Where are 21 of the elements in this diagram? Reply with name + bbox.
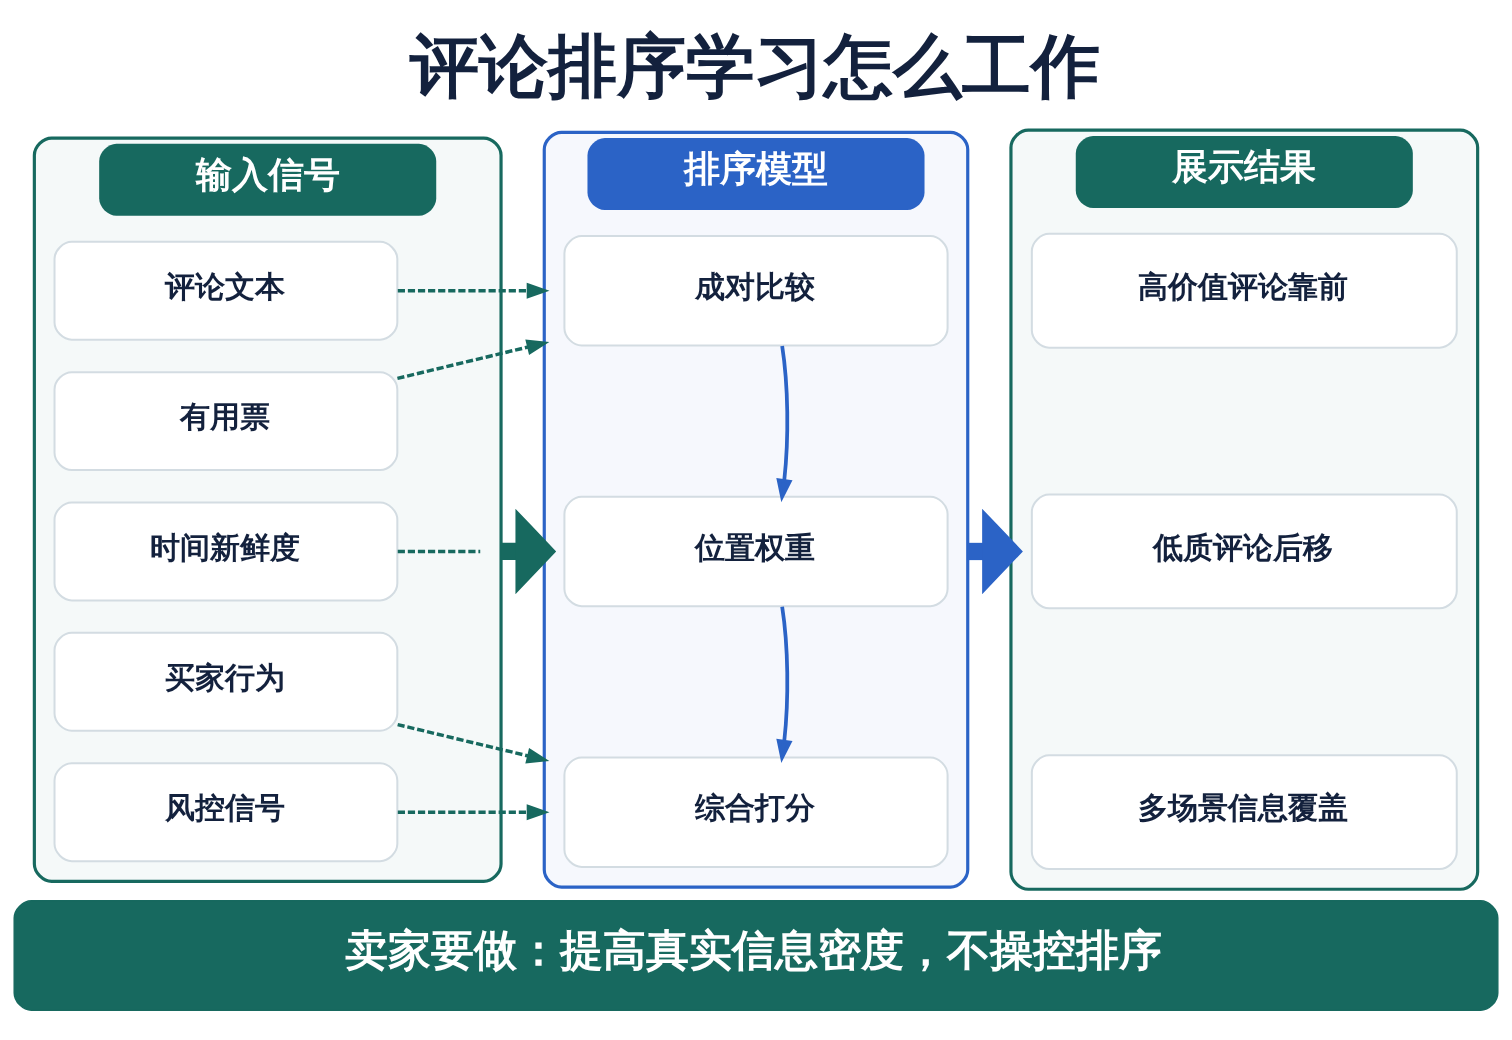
diagram-title: 评论排序学习怎么工作 xyxy=(409,25,1100,106)
node-box: 时间新鲜度 xyxy=(53,501,399,601)
node-box: 评论文本 xyxy=(53,240,399,341)
node-box: 风控信号 xyxy=(53,761,399,862)
node-box: 高价值评论靠前 xyxy=(1030,232,1458,349)
arrow xyxy=(776,345,793,502)
arrow xyxy=(397,282,550,299)
node-box: 买家行为 xyxy=(53,631,399,732)
arrow xyxy=(397,338,550,380)
arrow xyxy=(967,508,1023,594)
node-box: 综合打分 xyxy=(563,755,949,868)
arrow xyxy=(397,722,550,763)
node-box: 成对比较 xyxy=(563,234,949,346)
node-box: 卖家要做：提高真实信息密度，不操控排序 xyxy=(13,899,1499,1011)
arrow xyxy=(776,606,793,763)
arrow xyxy=(397,803,550,820)
node-box: 多场景信息覆盖 xyxy=(1030,753,1458,870)
node-box: 低质评论后移 xyxy=(1030,493,1458,609)
node-box: 有用票 xyxy=(53,370,399,471)
node-box: 位置权重 xyxy=(563,495,949,607)
connector xyxy=(397,549,481,553)
